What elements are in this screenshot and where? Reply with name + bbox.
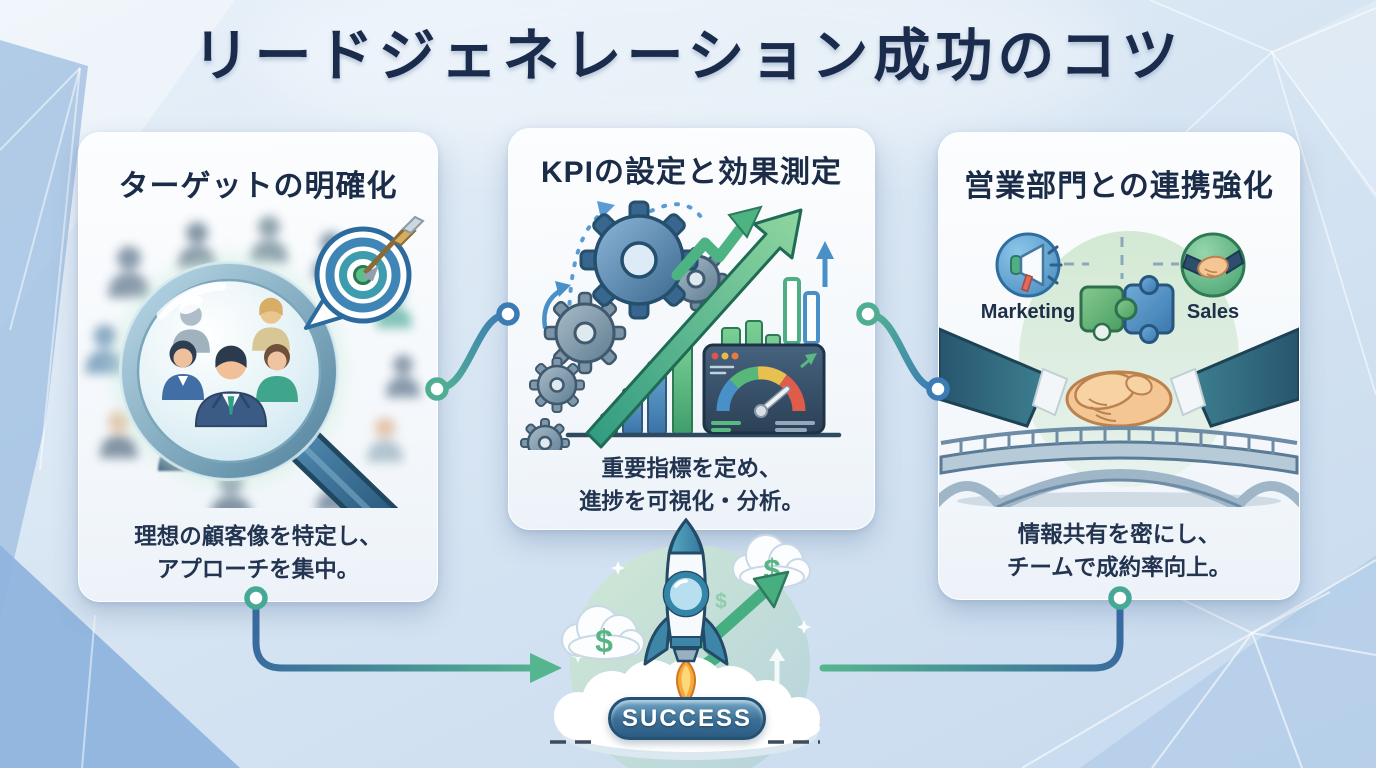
backdrop-circle bbox=[1019, 231, 1239, 487]
marketing-label: Marketing bbox=[981, 301, 1075, 323]
cloud-dollar-icon: $ bbox=[561, 605, 645, 660]
partnership-handshake-icon bbox=[939, 327, 1299, 428]
target-audience-illustration bbox=[85, 215, 425, 508]
desc-line: 進捗を可視化・分析。 bbox=[578, 489, 804, 515]
kpi-analytics-illustration bbox=[520, 200, 842, 450]
gauge-dashboard-icon bbox=[702, 343, 826, 435]
card-sales-alignment: 営業部門との連携強化 bbox=[938, 132, 1300, 600]
card1-title: ターゲットの明確化 bbox=[118, 170, 398, 203]
success-badge: SUCCESS bbox=[608, 697, 766, 740]
desc-line: 重要指標を定め、 bbox=[601, 455, 782, 481]
up-arrow-icon bbox=[769, 648, 785, 683]
bridge-icon bbox=[939, 426, 1299, 507]
card2-title: KPIの設定と効果測定 bbox=[540, 156, 842, 189]
puzzle-pieces-icon bbox=[1079, 275, 1175, 344]
card1-description: 理想の顧客像を特定し、 アプローチを集中。 bbox=[79, 520, 437, 588]
page-title: リードジェネレーション成功のコツ bbox=[192, 22, 1184, 89]
desc-line: アプローチを集中。 bbox=[156, 557, 360, 583]
target-bullseye-icon bbox=[304, 215, 425, 330]
facet bbox=[0, 40, 88, 620]
bridge-railing bbox=[959, 428, 1275, 454]
sales-label: Sales bbox=[1187, 301, 1239, 323]
flow-line-left bbox=[252, 594, 542, 672]
megaphone-icon bbox=[995, 232, 1063, 298]
dollar-symbol: $ bbox=[595, 623, 613, 659]
rocket-icon bbox=[643, 517, 729, 708]
dollar-symbol: $ bbox=[715, 590, 727, 613]
desc-line: 情報共有を密にし、 bbox=[1017, 521, 1221, 547]
marketing-sales-illustration: Marketing Sales bbox=[939, 231, 1299, 507]
cycle-arrow-icon bbox=[542, 201, 703, 330]
card3-description: 情報共有を密にし、 チームで成約率向上。 bbox=[939, 518, 1299, 586]
desc-line: チームで成約率向上。 bbox=[1006, 555, 1232, 581]
desc-line: 理想の顧客像を特定し、 bbox=[134, 523, 382, 549]
handshake-icon bbox=[1180, 232, 1246, 298]
card-kpi-measurement: KPIの設定と効果測定 bbox=[508, 128, 875, 530]
magnifying-glass-icon bbox=[119, 261, 399, 508]
growth-arrow-icon bbox=[585, 205, 803, 449]
connector-card2-card3 bbox=[867, 310, 939, 393]
card3-title: 営業部門との連携強化 bbox=[964, 170, 1274, 203]
connector-card1-card2 bbox=[436, 310, 509, 393]
card-target-clarification: ターゲットの明確化 bbox=[78, 132, 438, 602]
card2-description: 重要指標を定め、 進捗を可視化・分析。 bbox=[509, 452, 874, 520]
focused-people bbox=[162, 297, 298, 428]
flow-line-right bbox=[819, 594, 1124, 672]
dashed-connectors bbox=[1064, 237, 1179, 279]
